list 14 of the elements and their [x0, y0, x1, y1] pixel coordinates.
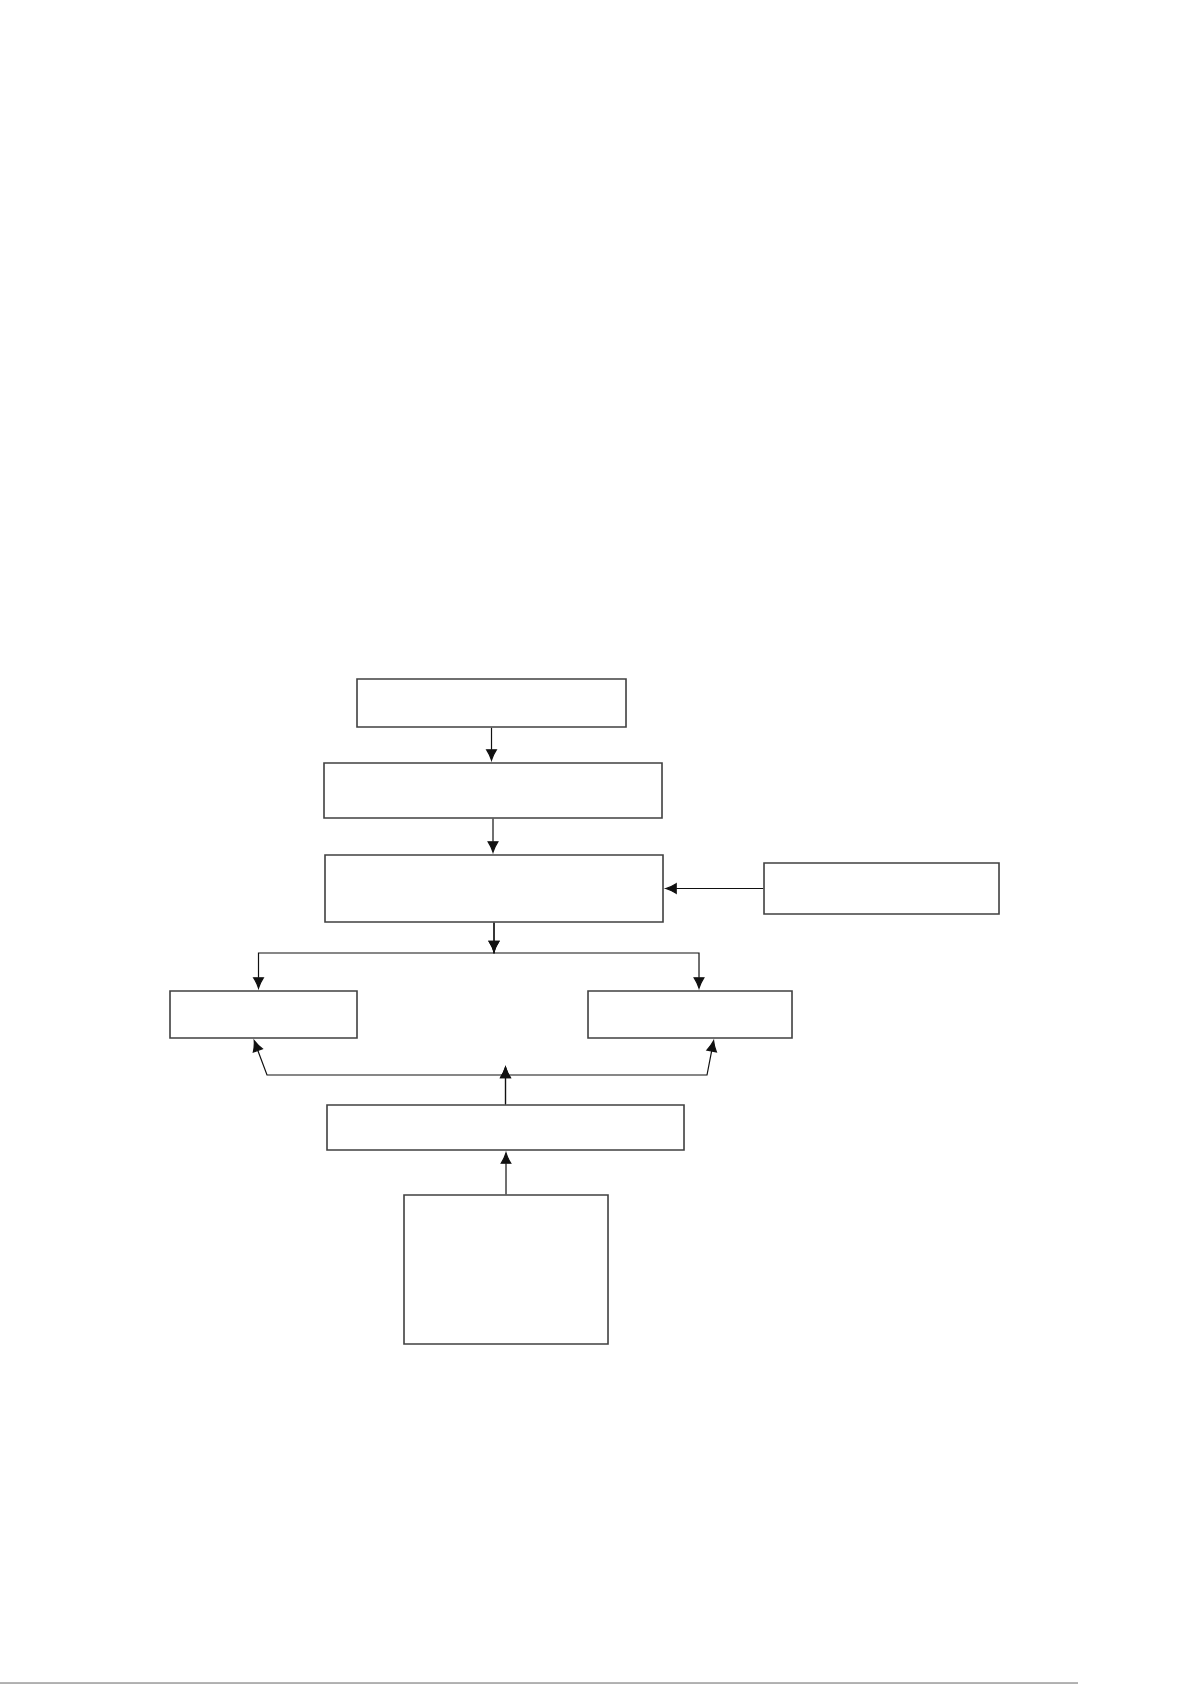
- flowchart-box: [323, 762, 663, 819]
- arrow: [500, 1040, 717, 1105]
- arrow: [488, 922, 705, 989]
- flowchart-box: [356, 678, 627, 728]
- arrow: [500, 1152, 512, 1195]
- arrow: [665, 883, 764, 894]
- flowchart-box: [326, 1104, 685, 1151]
- arrow: [486, 727, 497, 761]
- flowchart-box: [403, 1194, 609, 1345]
- flowchart-box: [324, 854, 664, 923]
- flowchart-box: [169, 990, 358, 1039]
- flowchart-box: [587, 990, 793, 1039]
- flowchart-box: [763, 862, 1000, 915]
- arrow: [487, 818, 499, 853]
